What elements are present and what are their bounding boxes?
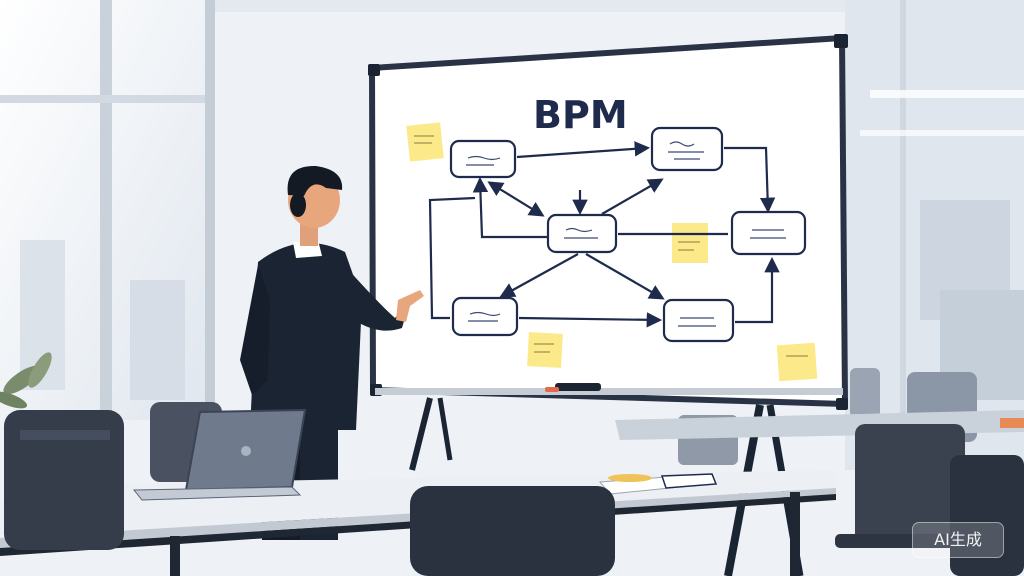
process-box (449, 139, 517, 179)
plant-icon (0, 352, 52, 409)
sticky-notes (406, 122, 818, 382)
box-scribbles (466, 141, 786, 327)
marker-icon (555, 383, 601, 391)
ai-generated-badge: AI生成 (912, 522, 1004, 558)
process-boxes (449, 126, 807, 343)
process-box (662, 298, 735, 343)
back-chairs (150, 368, 977, 482)
sticky-note-icon (776, 342, 818, 382)
laptop-icon (132, 408, 307, 501)
process-box (451, 296, 519, 337)
sticky-note-icon (527, 332, 563, 368)
sticky-note-icon (406, 122, 444, 162)
process-box (650, 126, 724, 172)
front-chairs (4, 410, 1024, 576)
table-papers (598, 473, 718, 495)
process-box (546, 213, 618, 254)
process-box (730, 210, 807, 256)
sticky-note-icon (672, 223, 708, 263)
left-window (0, 0, 215, 420)
flow-arrows (428, 141, 780, 328)
whiteboard-title: BPM (533, 93, 628, 137)
